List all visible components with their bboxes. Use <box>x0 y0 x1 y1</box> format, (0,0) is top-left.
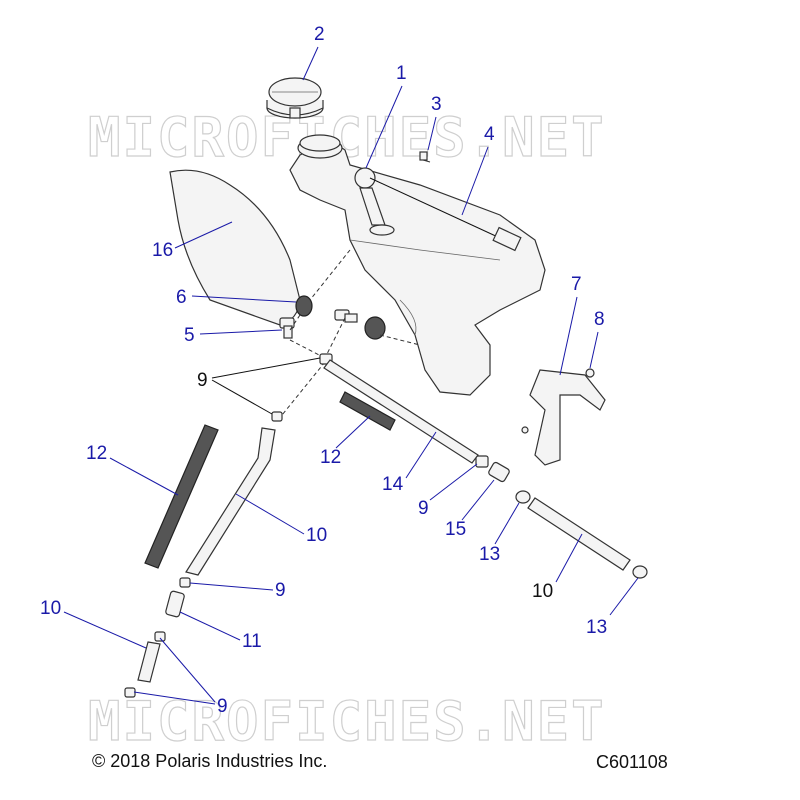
callout-13-mid: 13 <box>479 502 520 565</box>
svg-text:5: 5 <box>184 325 195 346</box>
callout-9-black: 9 <box>197 357 321 415</box>
svg-text:11: 11 <box>242 631 262 652</box>
svg-text:13: 13 <box>586 617 607 638</box>
svg-text:13: 13 <box>479 544 500 565</box>
callout-10-right: 10 <box>532 533 583 602</box>
fuel-cap <box>266 77 324 119</box>
callout-5: 5 <box>184 325 283 346</box>
svg-text:8: 8 <box>594 309 605 330</box>
svg-text:12: 12 <box>320 447 341 468</box>
valve <box>488 461 510 483</box>
callout-13-low: 13 <box>586 577 639 638</box>
hose-bottom <box>137 641 161 683</box>
callout-15: 15 <box>445 479 495 540</box>
svg-text:16: 16 <box>152 240 173 261</box>
bolt <box>419 151 431 163</box>
svg-text:15: 15 <box>445 519 466 540</box>
callout-11: 11 <box>179 611 262 652</box>
svg-text:14: 14 <box>382 474 404 495</box>
callout-8: 8 <box>589 309 605 369</box>
callout-3: 3 <box>427 94 442 151</box>
svg-text:2: 2 <box>314 24 325 45</box>
svg-text:9: 9 <box>197 370 208 391</box>
callout-4: 4 <box>461 124 495 216</box>
svg-text:3: 3 <box>431 94 442 115</box>
callout-9-bottom: 9 <box>133 637 228 717</box>
hose-right <box>527 497 631 571</box>
svg-text:9: 9 <box>275 580 286 601</box>
diagram-code: C601108 <box>596 752 668 772</box>
callout-14: 14 <box>382 431 437 495</box>
callout-10-left: 10 <box>40 598 147 649</box>
fuel-sender <box>354 167 522 252</box>
svg-text:10: 10 <box>306 525 327 546</box>
callout-7: 7 <box>559 274 582 376</box>
fuel-hose <box>323 359 479 464</box>
callout-12-upper: 12 <box>320 415 371 468</box>
sleeve-long <box>144 424 219 569</box>
callout-12-left: 12 <box>86 443 179 496</box>
svg-text:10: 10 <box>532 581 553 602</box>
bracket <box>521 368 606 466</box>
heat-shield <box>169 169 301 326</box>
svg-text:1: 1 <box>396 63 407 84</box>
watermark-bottom: MICROFICHES.NET <box>88 690 606 753</box>
callout-16: 16 <box>152 221 233 261</box>
svg-text:12: 12 <box>86 443 107 464</box>
sleeve-short <box>339 391 396 431</box>
callout-10-mid: 10 <box>235 493 327 546</box>
callout-2: 2 <box>302 24 325 81</box>
bent-hose <box>185 427 276 576</box>
callout-9-mid: 9 <box>418 463 478 519</box>
fuel-filter <box>165 590 185 618</box>
callout-1: 1 <box>365 63 407 169</box>
copyright-text: © 2018 Polaris Industries Inc. <box>92 751 327 771</box>
fuel-tank <box>289 134 546 396</box>
svg-text:9: 9 <box>418 498 429 519</box>
callout-9-low: 9 <box>189 580 286 601</box>
svg-text:10: 10 <box>40 598 61 619</box>
svg-text:9: 9 <box>217 696 228 717</box>
callout-6: 6 <box>176 287 297 308</box>
svg-text:6: 6 <box>176 287 187 308</box>
clamp-13 <box>515 490 648 579</box>
grommet <box>295 295 386 340</box>
svg-text:4: 4 <box>484 124 495 145</box>
svg-text:7: 7 <box>571 274 582 295</box>
